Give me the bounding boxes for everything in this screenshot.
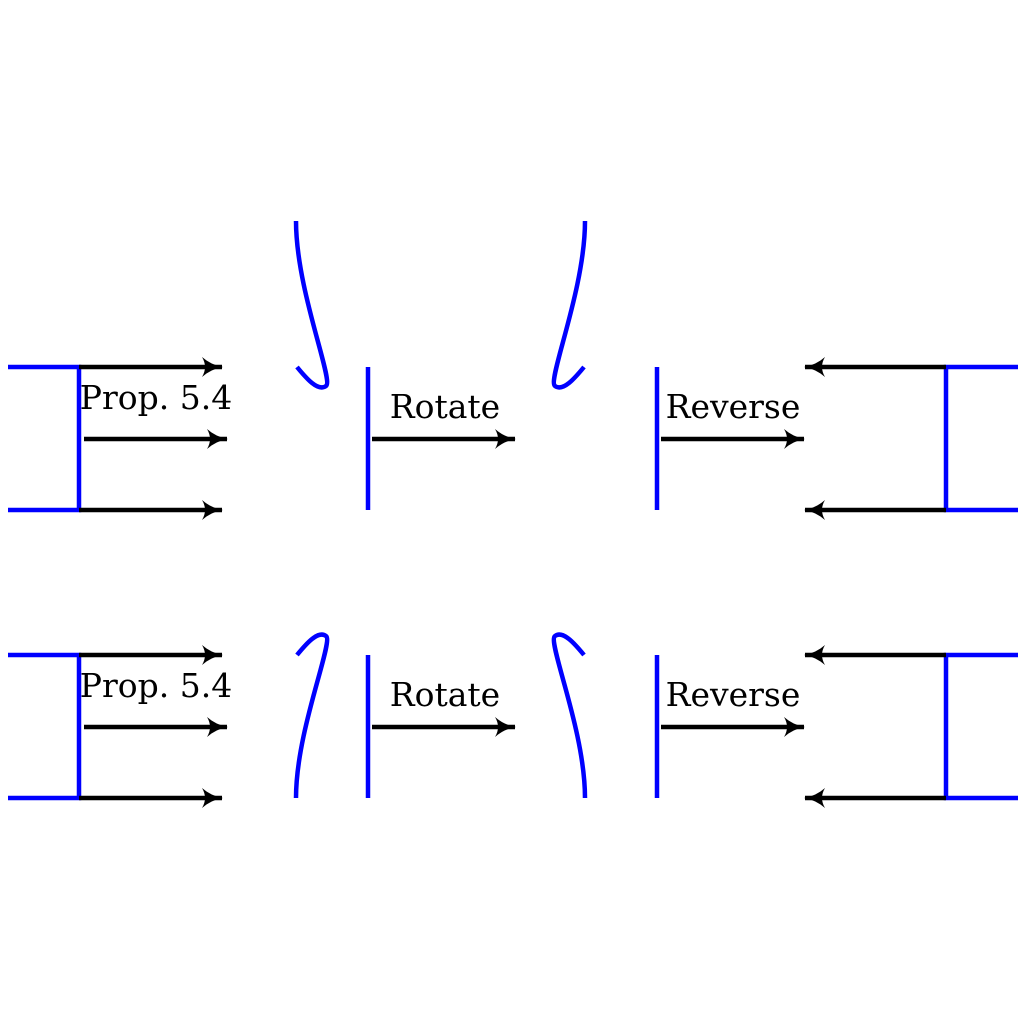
row-2-stage-4-tangle	[804, 645, 1018, 808]
row-1-label-reverse: Reverse	[666, 387, 801, 426]
row-1-stage-4-tangle	[804, 357, 1018, 520]
row-2: Prop. 5.4 Rotate Reverse	[8, 632, 1018, 808]
row-1-label-rotate: Rotate	[390, 387, 500, 426]
row-2-curve-left	[293, 632, 330, 799]
row-1-curve-left	[293, 220, 330, 390]
row-2-h-shape-mirrored	[943, 652, 1018, 801]
row-1-stage-1-tangle: Prop. 5.4	[8, 357, 232, 520]
row-1-label-prop: Prop. 5.4	[80, 378, 232, 417]
row-2-stage-2: Rotate	[293, 632, 516, 799]
row-1-stage-2: Rotate	[293, 220, 516, 510]
row-2-curve-right	[551, 632, 588, 799]
row-2-label-reverse: Reverse	[666, 675, 801, 714]
row-2-h-shape	[8, 652, 82, 801]
row-1-h-shape	[8, 364, 82, 513]
row-2-label-rotate: Rotate	[390, 675, 500, 714]
row-2-label-prop: Prop. 5.4	[80, 666, 232, 705]
row-1-stage-3: Reverse	[551, 220, 805, 510]
row-2-stage-3: Reverse	[551, 632, 805, 799]
row-1-h-shape-mirrored	[943, 364, 1018, 513]
row-1-curve-right	[551, 220, 588, 390]
row-1: Prop. 5.4 Rotate Reverse	[8, 220, 1018, 520]
row-2-stage-1-tangle: Prop. 5.4	[8, 645, 232, 808]
